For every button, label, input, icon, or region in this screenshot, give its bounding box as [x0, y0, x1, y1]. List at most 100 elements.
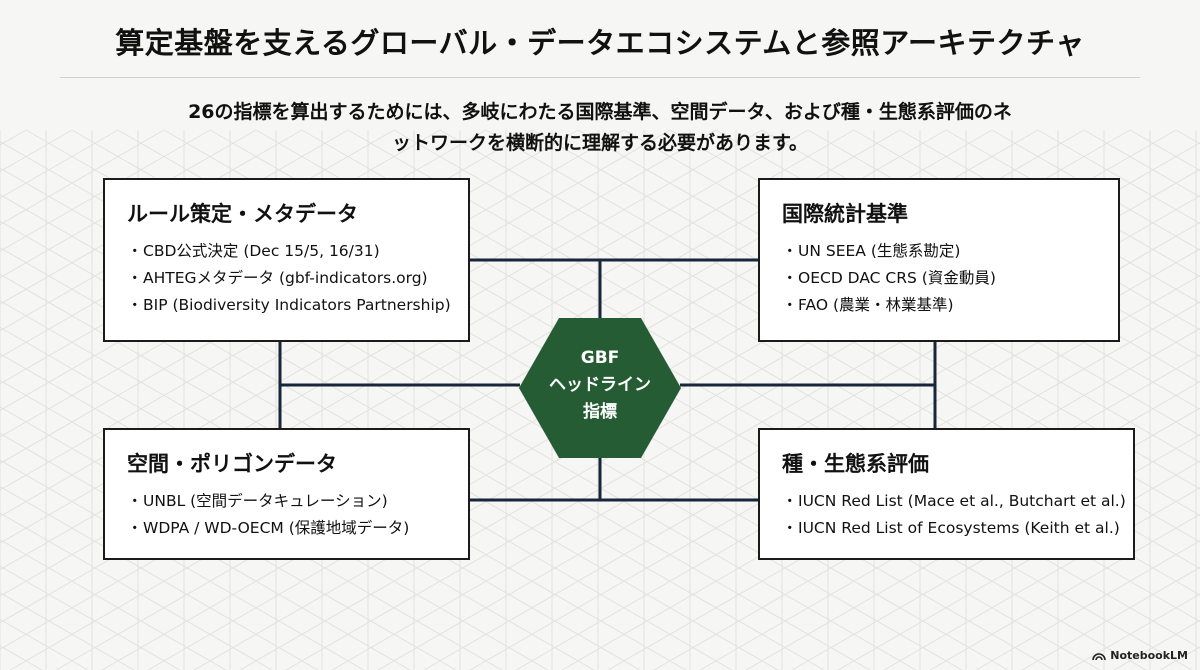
list-item-text: WDPA / WD-OECM (保護地域データ) — [143, 519, 410, 537]
list-item-text: OECD DAC CRS (資金動員) — [798, 269, 996, 287]
list-item: ・BIP (Biodiversity Indicators Partnershi… — [127, 292, 451, 319]
bullet: ・ — [782, 519, 798, 537]
bullet: ・ — [782, 492, 798, 510]
grid-line — [0, 406, 457, 670]
grid-line — [0, 129, 809, 597]
center-label-line-2: ヘッドライン — [549, 375, 651, 395]
grid-line — [347, 129, 1200, 623]
subtitle-line-2: ットワークを横断的に理解する必要があります。 — [391, 132, 809, 154]
rules-metadata-box: ルール策定・メタデータ ・CBD公式決定 (Dec 15/5, 16/31) ・… — [103, 178, 470, 342]
grid-line — [0, 486, 319, 670]
grid-line — [0, 379, 503, 670]
grid-line — [745, 407, 1200, 670]
list-item: ・UNBL (空間データキュレーション) — [127, 488, 448, 515]
grid-line — [0, 129, 165, 226]
grid-line — [531, 129, 1200, 517]
grid-line — [485, 129, 1200, 543]
list-item: ・IUCN Red List of Ecosystems (Keith et a… — [782, 515, 1120, 542]
grid-line — [837, 460, 1200, 670]
list-item: ・CBD公式決定 (Dec 15/5, 16/31) — [127, 238, 448, 265]
grid-line — [439, 129, 1200, 570]
list-item-text: BIP (Biodiversity Indicators Partnership… — [143, 296, 451, 314]
grid-line — [1037, 129, 1200, 225]
spatial-polygon-list: ・UNBL (空間データキュレーション) ・WDPA / WD-OECM (保護… — [127, 488, 448, 542]
grid-line — [469, 248, 1200, 670]
grid-line — [0, 512, 273, 670]
species-ecosystem-box: 種・生態系評価 ・IUCN Red List (Mace et al., But… — [758, 428, 1135, 560]
list-item-text: IUCN Red List of Ecosystems (Keith et al… — [798, 519, 1120, 537]
brand-watermark: NotebookLM — [1092, 649, 1188, 662]
list-item: ・AHTEGメタデータ (gbf-indicators.org) — [127, 265, 448, 292]
grid-line — [0, 129, 763, 571]
grid-line — [653, 354, 1200, 670]
grid-line — [423, 221, 1200, 670]
spatial-polygon-box: 空間・ポリゴンデータ ・UNBL (空間データキュレーション) ・WDPA / … — [103, 428, 470, 560]
grid-line — [0, 539, 227, 670]
list-item: ・OECD DAC CRS (資金動員) — [782, 265, 1098, 292]
grid-line — [1021, 566, 1200, 670]
grid-line — [0, 459, 365, 670]
grid-line — [0, 565, 181, 670]
grid-line — [699, 380, 1200, 670]
bullet: ・ — [782, 269, 798, 287]
grid-line — [561, 301, 1200, 670]
notebooklm-logo-icon — [1092, 652, 1107, 660]
grid-line — [0, 247, 733, 670]
list-item: ・IUCN Red List (Mace et al., Butchart et… — [782, 488, 1126, 515]
grid-line — [393, 129, 1200, 596]
grid-line — [0, 129, 211, 252]
grid-line — [0, 167, 871, 670]
subtitle-line-1: 26の指標を算出するためには、多岐にわたる国際基準、空間データ、および種・生態系… — [188, 101, 1012, 123]
international-stats-title: 国際統計基準 — [782, 202, 908, 226]
grid-line — [0, 300, 641, 670]
spatial-polygon-title: 空間・ポリゴンデータ — [127, 452, 337, 476]
list-item-text: UN SEEA (生態系勘定) — [798, 242, 961, 260]
grid-line — [0, 194, 825, 670]
rules-metadata-list: ・CBD公式決定 (Dec 15/5, 16/31) ・AHTEGメタデータ (… — [127, 238, 451, 319]
bullet: ・ — [127, 492, 143, 510]
species-ecosystem-title: 種・生態系評価 — [782, 452, 929, 476]
grid-line — [0, 353, 549, 670]
bullet: ・ — [782, 242, 798, 260]
page-title: 算定基盤を支えるグローバル・データエコシステムと参照アーキテクチャ — [115, 26, 1085, 60]
list-item-text: IUCN Red List (Mace et al., Butchart et … — [798, 492, 1126, 510]
grid-line — [0, 129, 855, 624]
grid-line — [0, 273, 687, 670]
grid-line — [791, 434, 1200, 670]
grid-line — [883, 487, 1200, 670]
center-label-line-3: 指標 — [583, 402, 617, 422]
grid-line — [991, 129, 1200, 251]
subtitle: 26の指標を算出するためには、多岐にわたる国際基準、空間データ、および種・生態系… — [100, 97, 1100, 159]
brand-name: NotebookLM — [1110, 649, 1188, 662]
list-item-text: CBD公式決定 (Dec 15/5, 16/31) — [143, 242, 380, 260]
rules-metadata-title: ルール策定・メタデータ — [127, 202, 358, 226]
title-divider — [60, 77, 1140, 78]
center-hexagon-label: GBF ヘッドライン 指標 — [518, 345, 682, 426]
grid-line — [0, 129, 257, 279]
grid-line — [0, 326, 595, 670]
grid-line — [515, 274, 1200, 670]
grid-line — [0, 220, 779, 670]
list-item: ・WDPA / WD-OECM (保護地域データ) — [127, 515, 448, 542]
bullet: ・ — [127, 519, 143, 537]
list-item-text: FAO (農業・林業基準) — [798, 296, 954, 314]
list-item: ・FAO (農業・林業基準) — [782, 292, 1098, 319]
grid-line — [0, 129, 671, 518]
grid-line — [929, 513, 1200, 670]
international-stats-list: ・UN SEEA (生態系勘定) ・OECD DAC CRS (資金動員) ・F… — [782, 238, 1098, 319]
bullet: ・ — [127, 242, 143, 260]
grid-line — [607, 327, 1200, 670]
grid-line — [0, 129, 717, 544]
center-label-line-1: GBF — [580, 348, 620, 368]
list-item-text: AHTEGメタデータ (gbf-indicators.org) — [143, 269, 428, 287]
center-hexagon — [519, 318, 681, 458]
grid-line — [577, 129, 1200, 490]
list-item-text: UNBL (空間データキュレーション) — [143, 492, 388, 510]
bullet: ・ — [127, 296, 143, 314]
grid-line — [975, 540, 1200, 670]
species-ecosystem-list: ・IUCN Red List (Mace et al., Butchart et… — [782, 488, 1126, 542]
grid-line — [0, 432, 411, 670]
list-item: ・UN SEEA (生態系勘定) — [782, 238, 1098, 265]
grid-line — [0, 129, 901, 650]
